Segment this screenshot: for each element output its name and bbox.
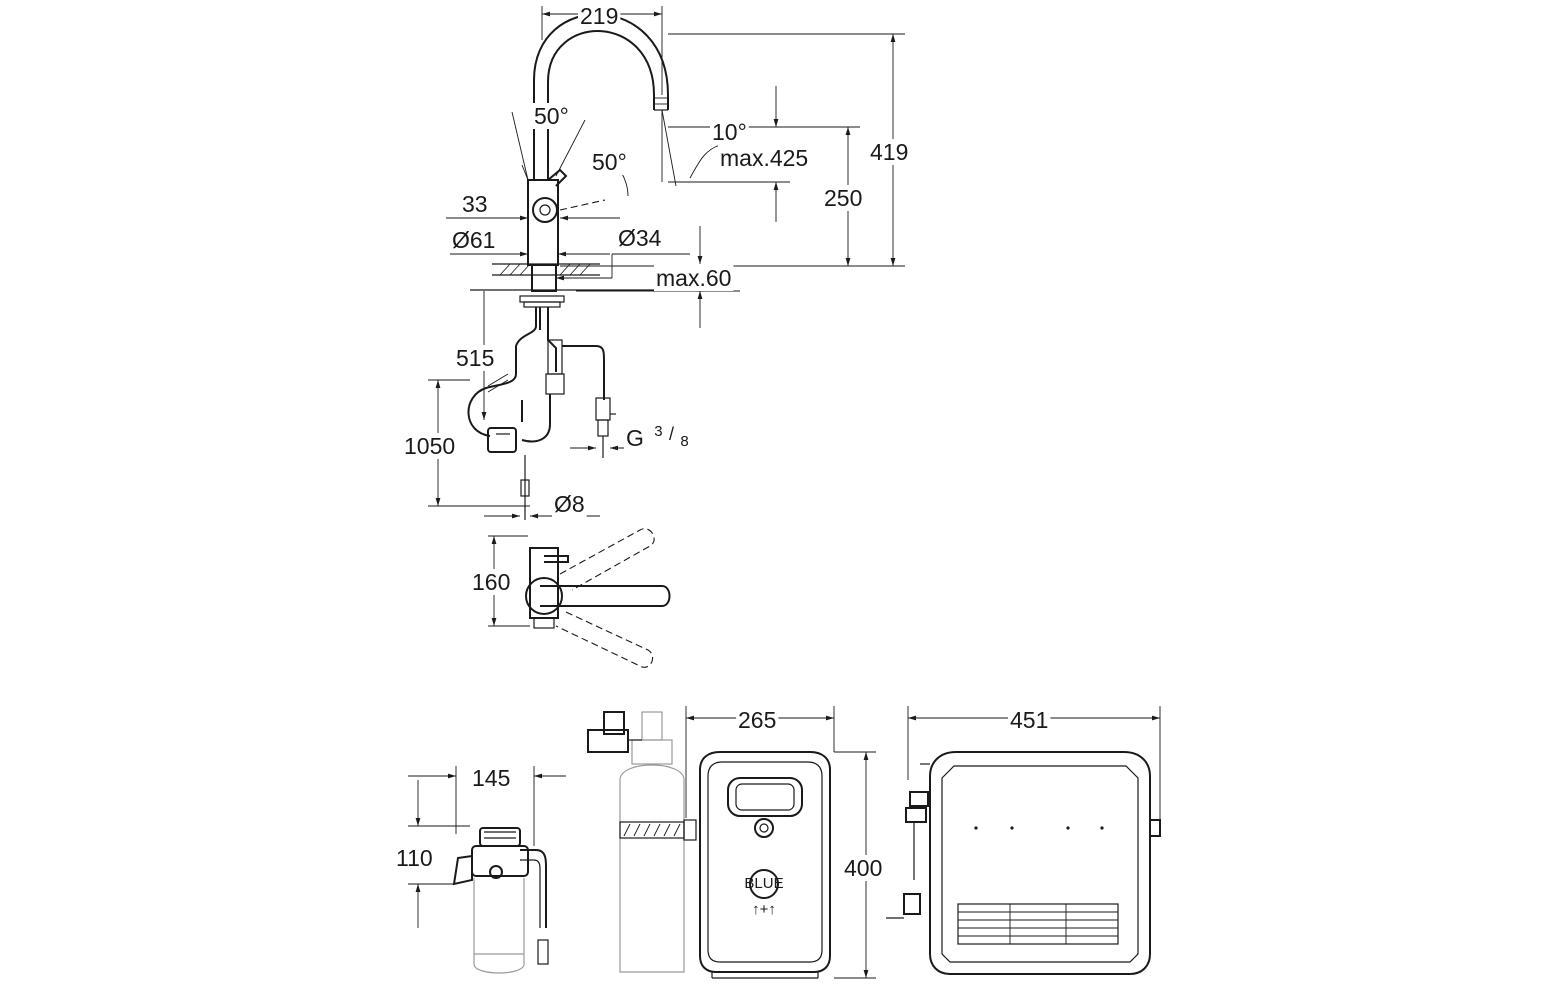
dim-lever-angle-left: 50° bbox=[534, 103, 569, 129]
dim-thread-size-den: 8 bbox=[680, 433, 688, 450]
dim-spout-height: 250 bbox=[824, 185, 862, 211]
dim-thread-size: G 3 / 8 bbox=[626, 415, 689, 451]
chiller-front-view: BLUE ↑+↑ 265 400 bbox=[587, 706, 885, 979]
dim-chiller-height: 400 bbox=[844, 855, 882, 881]
chiller-panel-caption: ↑+↑ bbox=[752, 901, 776, 918]
dim-total-height: 419 bbox=[870, 139, 908, 165]
dim-lever-offset: 33 bbox=[462, 191, 488, 217]
dim-deck-thickness: max.60 bbox=[656, 265, 731, 291]
dim-hose-length: 515 bbox=[456, 345, 494, 371]
faucet-top-view: 160 bbox=[470, 528, 671, 668]
dim-filter-width: 145 bbox=[472, 765, 510, 791]
chiller-panel-label: BLUE bbox=[744, 875, 783, 892]
dim-tube-diameter: Ø8 bbox=[554, 491, 585, 517]
dim-filter-height: 110 bbox=[396, 845, 433, 871]
dim-body-diameter: Ø61 bbox=[452, 227, 495, 253]
dim-supply-length: 1050 bbox=[404, 433, 455, 459]
faucet-side-view bbox=[467, 13, 721, 520]
dim-chiller-side-width: 451 bbox=[1010, 707, 1048, 733]
dim-spray-angle: 10° bbox=[712, 119, 747, 145]
faucet-dimensions: 219 50° 50° 10° max.425 419 250 33 Ø61 Ø… bbox=[402, 3, 911, 519]
dim-swivel-depth: 160 bbox=[472, 569, 510, 595]
dim-hole-diameter: Ø34 bbox=[618, 225, 662, 251]
chiller-side-view: 451 bbox=[886, 706, 1161, 975]
dim-thread-size-num: 3 bbox=[654, 423, 662, 440]
filter-unit: 145 110 bbox=[394, 765, 566, 974]
dim-pullout-length: max.425 bbox=[720, 145, 808, 171]
dim-spout-reach: 219 bbox=[580, 3, 618, 29]
dim-chiller-width: 265 bbox=[738, 707, 776, 733]
dim-lever-angle-right: 50° bbox=[592, 149, 627, 175]
dim-thread-size-base: G bbox=[626, 425, 644, 451]
